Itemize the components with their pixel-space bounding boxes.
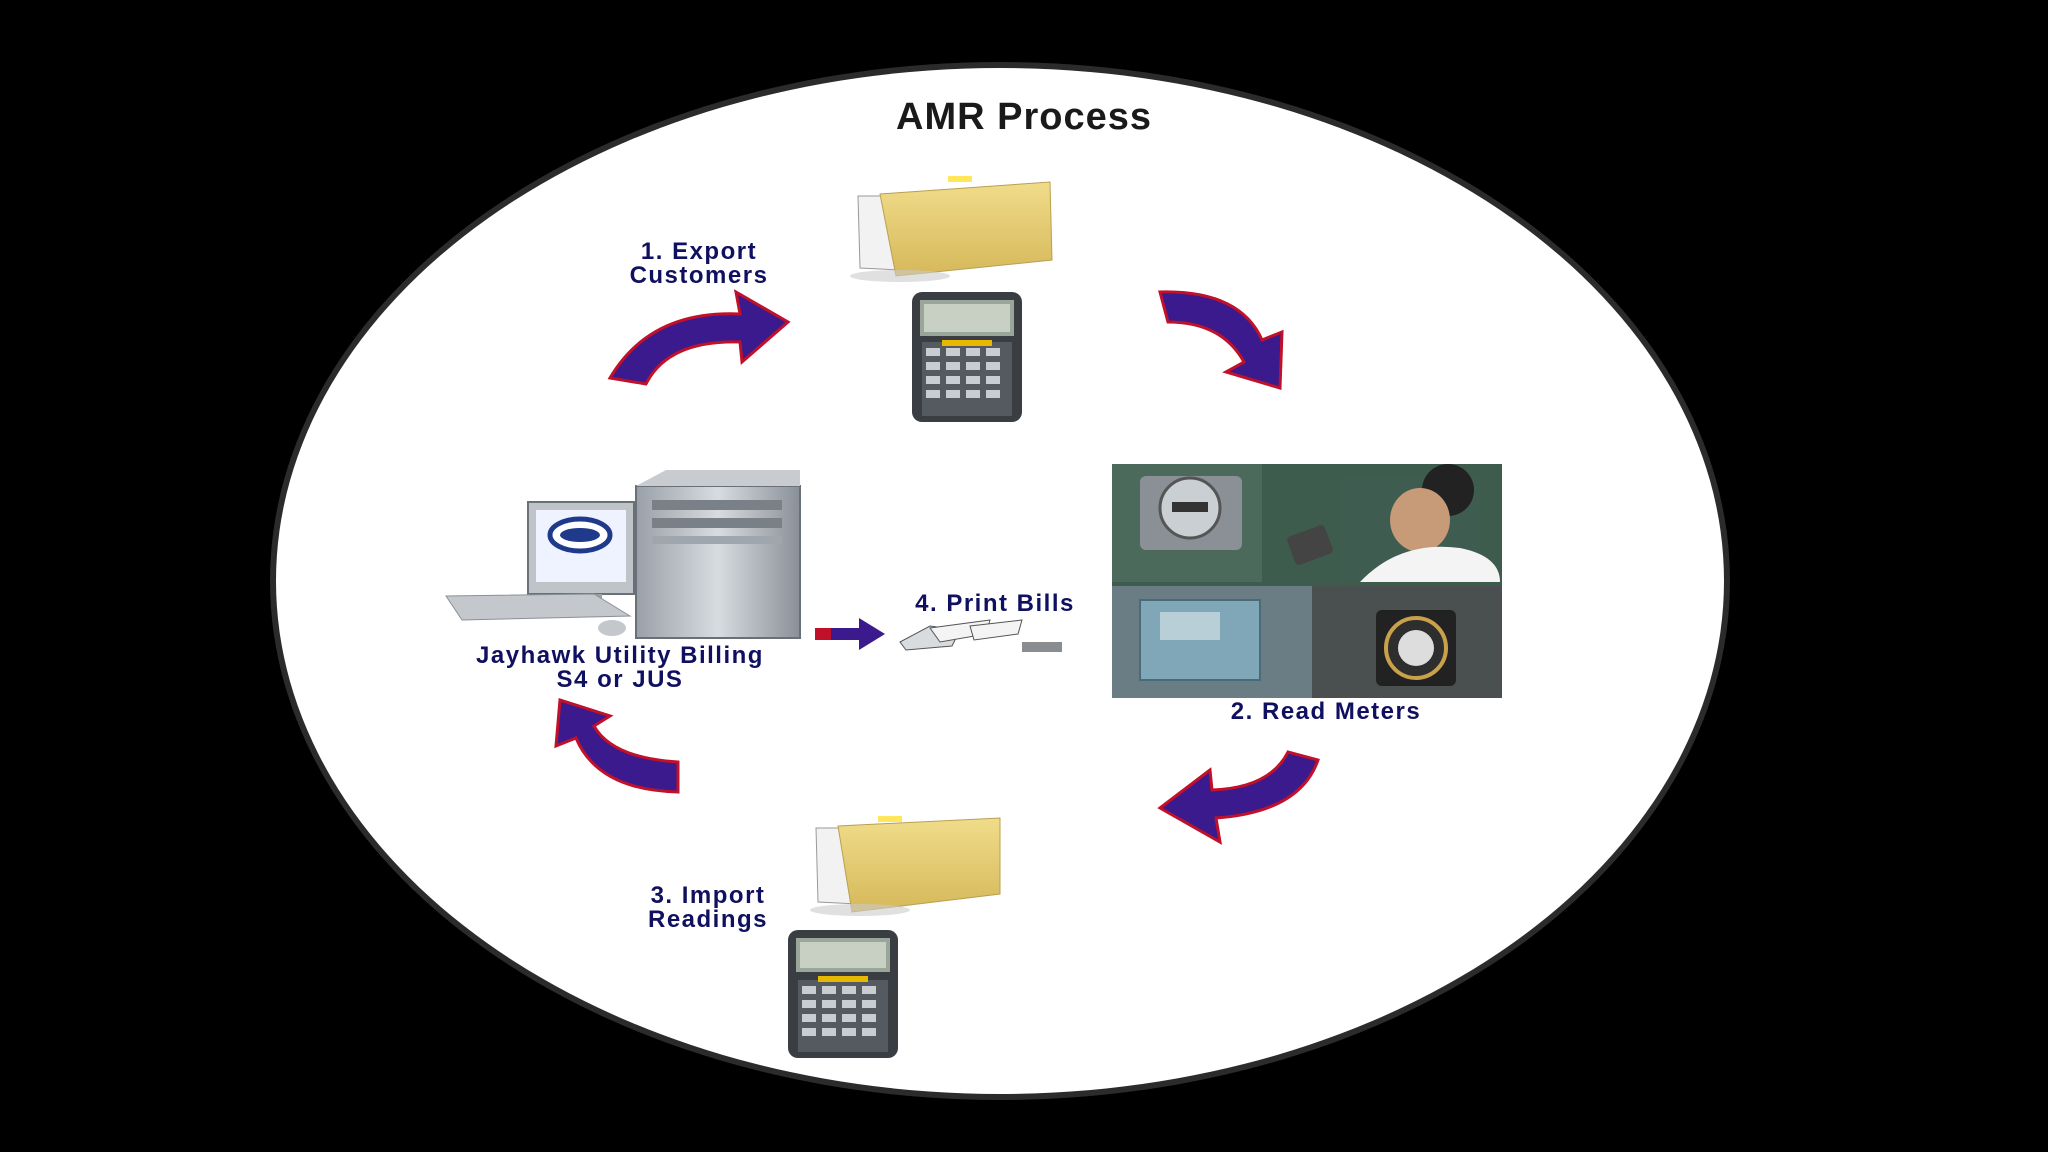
folder-export-icon — [850, 176, 1053, 282]
step-export-label: 1. Export Customers — [604, 240, 794, 288]
step-import-line2: Readings — [647, 906, 769, 933]
step-print-line1: 4. Print Bills — [915, 590, 1075, 617]
meter-reading-photo — [1112, 464, 1502, 698]
step-import-line1: 3. Import — [650, 882, 766, 909]
arrow-to-read-icon — [1158, 290, 1284, 390]
system-line1: Jayhawk Utility Billing — [476, 642, 764, 669]
printer-bills-icon — [899, 619, 1062, 652]
system-line2: S4 or JUS — [556, 666, 684, 693]
step-print-label: 4. Print Bills — [890, 592, 1100, 616]
arrow-export-icon — [607, 289, 791, 386]
step-import-label: 3. Import Readings — [618, 884, 798, 932]
step-export-line1: 1. Export — [640, 238, 758, 265]
folder-import-icon — [810, 816, 1001, 916]
arrow-import-icon — [554, 697, 680, 794]
step-read-line1: 2. Read Meters — [1230, 698, 1422, 725]
handheld-device-export-icon — [912, 292, 1022, 422]
step-export-line2: Customers — [629, 262, 769, 289]
system-label: Jayhawk Utility Billing S4 or JUS — [430, 644, 810, 692]
arrow-from-read-icon — [1157, 750, 1320, 845]
handheld-device-import-icon — [788, 930, 898, 1058]
step-read-label: 2. Read Meters — [1200, 700, 1452, 724]
arrow-print-icon — [815, 618, 885, 650]
computer-icon — [445, 470, 801, 639]
diagram-title: AMR Process — [896, 96, 1152, 138]
